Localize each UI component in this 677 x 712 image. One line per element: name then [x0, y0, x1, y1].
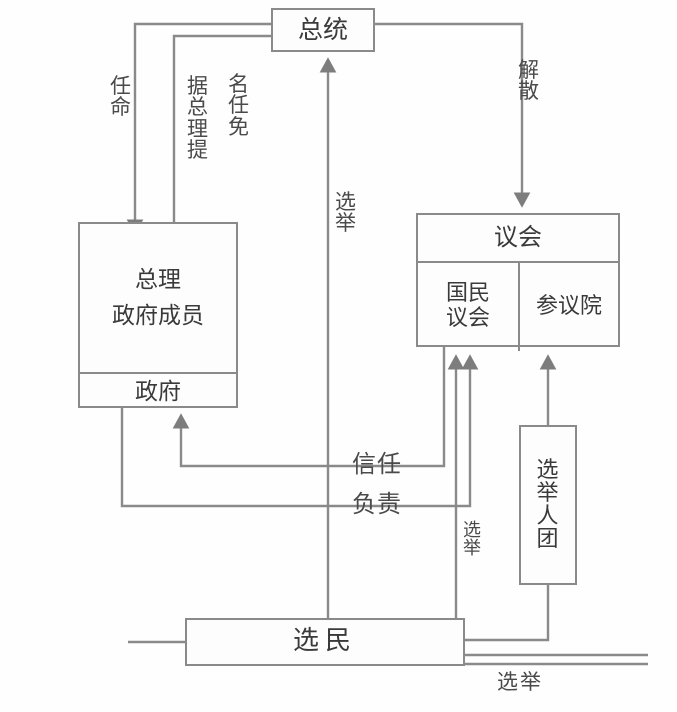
- college-char-1: 举: [536, 480, 560, 506]
- label-appoint-c1: 命: [110, 95, 131, 120]
- na-line-1: 国民: [445, 281, 490, 307]
- label-dissolve-c0: 解: [518, 58, 539, 82]
- label-elect-assembly: 选 举: [463, 520, 481, 560]
- label-appoint-dismiss-c0: 名: [228, 72, 249, 96]
- node-voters-label: 选民: [292, 626, 357, 657]
- label-appoint: 任 命: [110, 74, 131, 120]
- node-national-assembly-label: 国民 议会: [446, 282, 490, 331]
- edge-trust: [172, 347, 446, 468]
- label-elect-assembly-c1: 举: [463, 538, 481, 560]
- label-elect-president-c0: 选: [335, 190, 356, 214]
- label-appoint-dismiss-c1: 任: [228, 93, 249, 118]
- label-elect-assembly-c0: 选: [463, 520, 481, 541]
- college-char-2: 人: [536, 504, 560, 529]
- label-responsible: 负责: [352, 490, 402, 518]
- node-senate[interactable]: 参议院: [518, 263, 618, 351]
- label-elect-president: 选 举: [335, 190, 356, 236]
- node-government-members-label: 政府成员: [112, 303, 204, 329]
- edge-nominate: [165, 34, 271, 291]
- government-lower-cell: 政府: [80, 372, 236, 410]
- node-electoral-college[interactable]: 选 举 人 团: [519, 425, 577, 585]
- label-nominate-c3: 提: [187, 138, 208, 163]
- parliament-chambers-row: 国民 议会 参议院: [418, 261, 618, 351]
- label-nominate-c0: 据: [187, 74, 208, 98]
- label-dissolve-c1: 散: [518, 79, 539, 104]
- node-national-assembly[interactable]: 国民 议会: [418, 263, 518, 351]
- node-electoral-college-label: 选 举 人 团: [536, 459, 559, 551]
- edge-appoint: [126, 22, 271, 235]
- node-senate-label: 参议院: [535, 294, 602, 320]
- label-nominate-c1: 总: [187, 95, 208, 120]
- na-line-2: 议会: [445, 306, 490, 331]
- label-dissolve: 解 散: [518, 58, 539, 104]
- label-elect-college: 选举: [497, 670, 543, 694]
- label-appoint-dismiss: 名 任 免: [228, 72, 249, 139]
- label-nominate: 据 总 理 提: [187, 74, 208, 163]
- node-premier-label: 总理: [135, 266, 181, 293]
- node-government[interactable]: 总理 政府成员 政府: [78, 222, 238, 408]
- label-trust: 信任: [352, 450, 402, 478]
- node-voters[interactable]: 选民: [185, 618, 465, 666]
- edge-dissolve: [375, 22, 531, 208]
- label-nominate-c2: 理: [187, 116, 208, 141]
- label-elect-president-c1: 举: [335, 211, 356, 236]
- node-president[interactable]: 总统: [271, 8, 375, 52]
- label-appoint-dismiss-c2: 免: [228, 114, 249, 139]
- label-appoint-c0: 任: [110, 74, 131, 98]
- node-parliament[interactable]: 议会 国民 议会 参议院: [416, 213, 620, 351]
- edge-responsible: [120, 354, 479, 508]
- node-parliament-label: 议会: [494, 223, 542, 252]
- college-char-0: 选: [536, 457, 560, 483]
- node-president-label: 总统: [297, 14, 348, 44]
- edge-voters-to-college: [465, 585, 550, 642]
- parliament-header-cell: 议会: [418, 215, 618, 261]
- college-char-3: 团: [536, 527, 560, 553]
- government-upper-cell: 总理 政府成员: [80, 224, 236, 372]
- node-government-label: 政府: [135, 378, 181, 405]
